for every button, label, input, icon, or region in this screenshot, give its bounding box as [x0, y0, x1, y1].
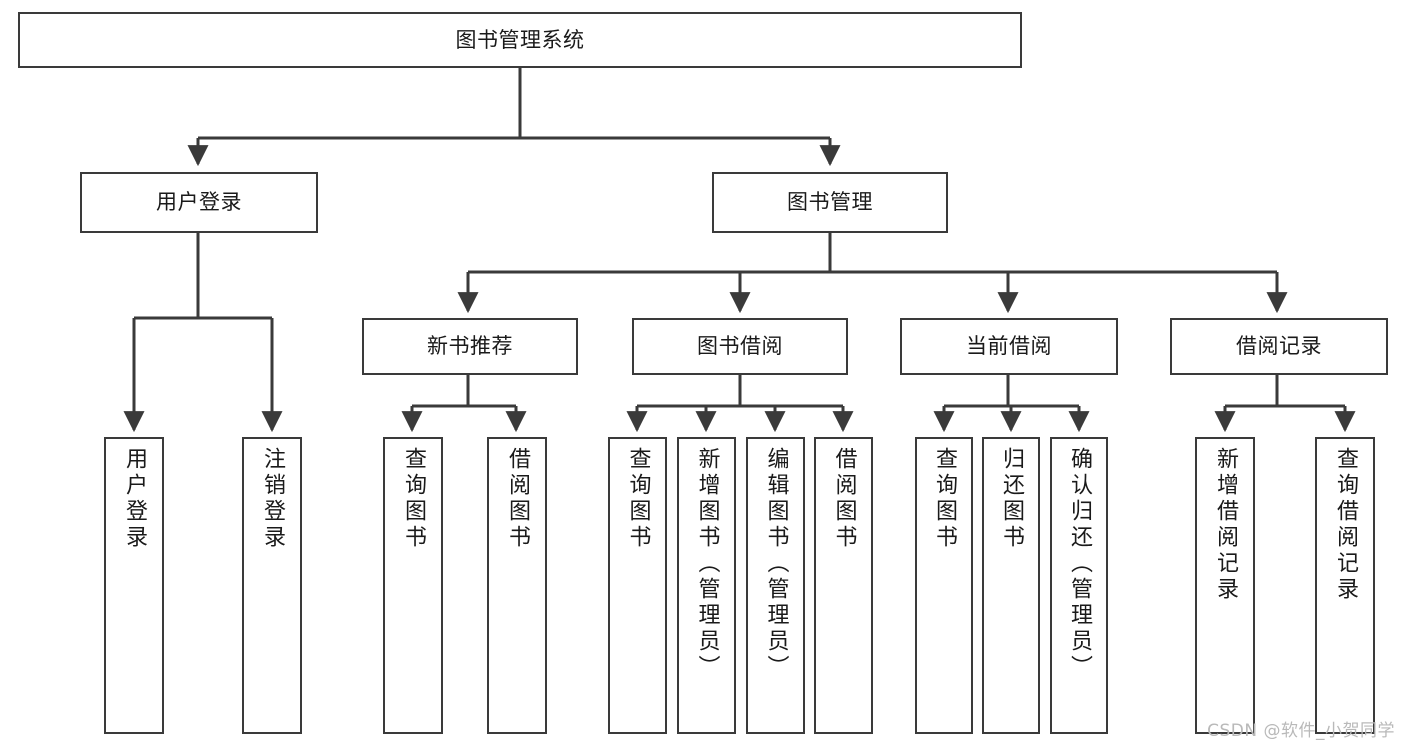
leaf-query-borrow-record[interactable]: 查询借阅记录 — [1315, 437, 1375, 734]
node-new-book-recommendation-label: 新书推荐 — [427, 334, 513, 359]
leaf-add-book-admin[interactable]: 新增图书（管理员） — [677, 437, 736, 734]
leaf-query-borrow-record-label: 查询借阅记录 — [1333, 447, 1358, 603]
csdn-watermark: CSDN @软件_小贺同学 — [1207, 721, 1395, 741]
leaf-query-book-borrow[interactable]: 查询图书 — [608, 437, 667, 734]
leaf-edit-book-admin-label: 编辑图书（管理员） — [763, 447, 789, 681]
leaf-borrow-book-rec-label: 借阅图书 — [505, 447, 530, 551]
node-book-borrow[interactable]: 图书借阅 — [632, 318, 848, 375]
leaf-user-login-label: 用户登录 — [122, 447, 147, 551]
leaf-confirm-return-admin[interactable]: 确认归还（管理员） — [1050, 437, 1108, 734]
leaf-logout[interactable]: 注销登录 — [242, 437, 302, 734]
node-book-borrow-label: 图书借阅 — [697, 334, 783, 359]
leaf-edit-book-admin[interactable]: 编辑图书（管理员） — [746, 437, 805, 734]
node-root[interactable]: 图书管理系统 — [18, 12, 1022, 68]
node-borrow-record-label: 借阅记录 — [1236, 334, 1322, 359]
leaf-query-book-current[interactable]: 查询图书 — [915, 437, 973, 734]
leaf-logout-label: 注销登录 — [260, 447, 285, 551]
leaf-borrow-book-label: 借阅图书 — [831, 447, 857, 551]
leaf-user-login[interactable]: 用户登录 — [104, 437, 164, 734]
leaf-query-book-borrow-label: 查询图书 — [625, 447, 651, 551]
node-current-borrow[interactable]: 当前借阅 — [900, 318, 1118, 375]
leaf-query-book-current-label: 查询图书 — [932, 447, 957, 551]
node-book-manage-label: 图书管理 — [787, 190, 873, 215]
leaf-borrow-book[interactable]: 借阅图书 — [814, 437, 873, 734]
node-new-book-recommendation[interactable]: 新书推荐 — [362, 318, 578, 375]
node-current-borrow-label: 当前借阅 — [966, 334, 1052, 359]
node-borrow-record[interactable]: 借阅记录 — [1170, 318, 1388, 375]
leaf-return-book-label: 归还图书 — [999, 447, 1024, 551]
leaf-return-book[interactable]: 归还图书 — [982, 437, 1040, 734]
leaf-add-borrow-record-label: 新增借阅记录 — [1213, 447, 1238, 603]
node-book-manage[interactable]: 图书管理 — [712, 172, 948, 233]
node-user-login[interactable]: 用户登录 — [80, 172, 318, 233]
node-root-label: 图书管理系统 — [455, 27, 585, 52]
leaf-add-book-admin-label: 新增图书（管理员） — [694, 447, 720, 681]
leaf-query-book-rec[interactable]: 查询图书 — [383, 437, 443, 734]
leaf-query-book-rec-label: 查询图书 — [401, 447, 426, 551]
node-user-login-label: 用户登录 — [156, 190, 242, 215]
leaf-add-borrow-record[interactable]: 新增借阅记录 — [1195, 437, 1255, 734]
leaf-borrow-book-rec[interactable]: 借阅图书 — [487, 437, 547, 734]
leaf-confirm-return-admin-label: 确认归还（管理员） — [1067, 447, 1092, 681]
